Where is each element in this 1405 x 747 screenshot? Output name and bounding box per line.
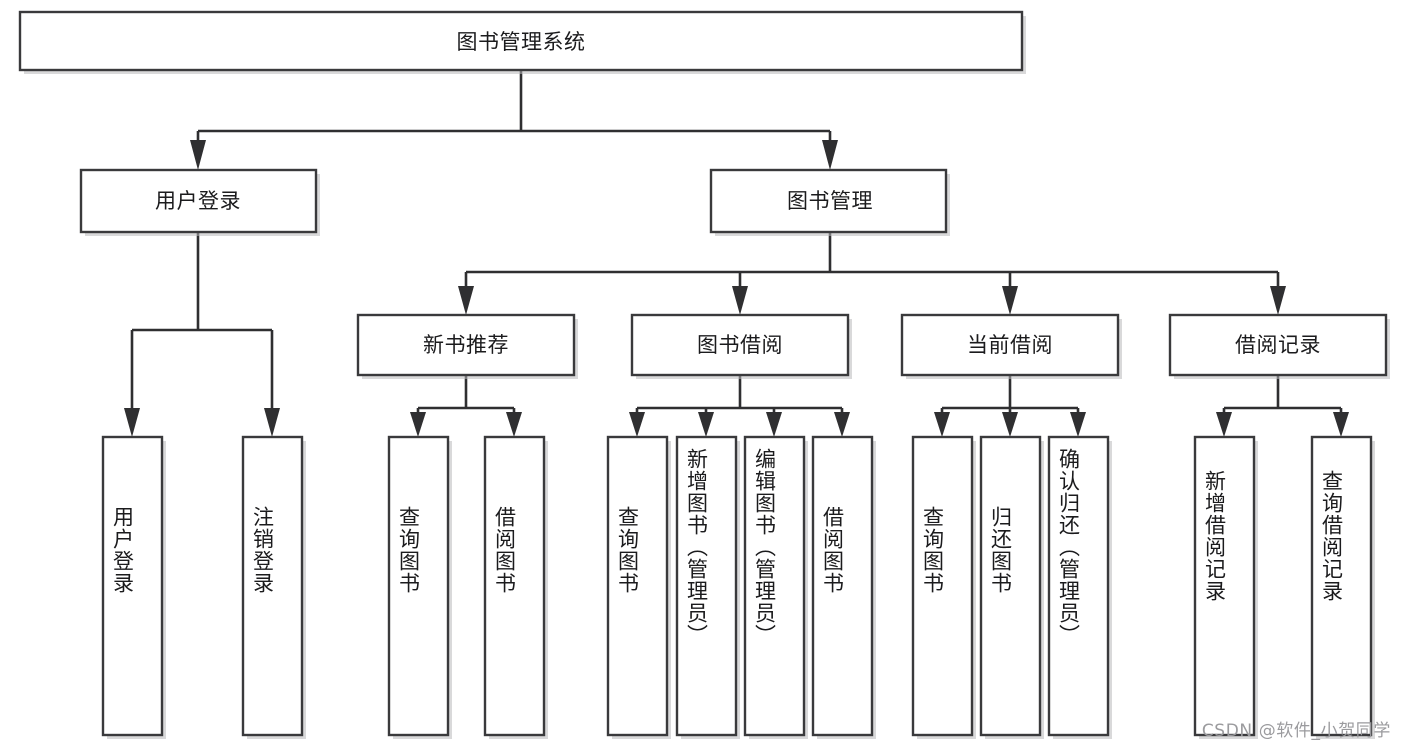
node-book-borrow-label: 图书借阅 bbox=[697, 333, 783, 357]
node-book-manage-box[interactable] bbox=[709, 168, 948, 234]
arrow-head-leaf-query-book-3 bbox=[934, 412, 950, 437]
leaf-return-book-box[interactable] bbox=[979, 435, 1042, 737]
leaf-edit-book-box[interactable] bbox=[743, 435, 806, 737]
root-node-box[interactable] bbox=[18, 10, 1024, 72]
arrow-head-leaf-add-record bbox=[1216, 412, 1232, 437]
arrow-head-current-borrow bbox=[1002, 286, 1018, 315]
node-new-book-recommend-label: 新书推荐 bbox=[423, 333, 509, 357]
leaf-query-record-box[interactable] bbox=[1310, 435, 1373, 737]
leaf-borrow-book-2-box[interactable] bbox=[811, 435, 874, 737]
arrow-head-leaf-user-login bbox=[124, 408, 140, 437]
leaf-user-logout-box[interactable] bbox=[241, 435, 304, 737]
node-user-login-box[interactable] bbox=[79, 168, 318, 234]
arrow-head-leaf-add-book bbox=[698, 412, 714, 437]
arrow-head-user-login bbox=[190, 140, 206, 170]
arrow-head-leaf-query-book-1 bbox=[410, 412, 426, 437]
arrow-head-leaf-edit-book bbox=[766, 412, 782, 437]
leaf-confirm-return-box[interactable] bbox=[1047, 435, 1110, 737]
leaf-add-book-box[interactable] bbox=[675, 435, 738, 737]
watermark-text: CSDN @软件_小贺同学 bbox=[1201, 721, 1391, 741]
arrow-head-book-borrow bbox=[732, 286, 748, 315]
leaf-add-record-box[interactable] bbox=[1193, 435, 1256, 737]
arrow-head-leaf-query-record bbox=[1333, 412, 1349, 437]
node-book-manage-label: 图书管理 bbox=[787, 189, 873, 213]
leaf-borrow-book-1-box[interactable] bbox=[483, 435, 546, 737]
leaf-user-login-box[interactable] bbox=[101, 435, 164, 737]
leaf-query-book-1-box[interactable] bbox=[387, 435, 450, 737]
root-node-label: 图书管理系统 bbox=[457, 30, 586, 54]
leaf-query-book-3-box[interactable] bbox=[911, 435, 974, 737]
node-borrow-record-box[interactable] bbox=[1168, 313, 1388, 377]
arrow-head-leaf-confirm-return bbox=[1070, 412, 1086, 437]
node-book-borrow-box[interactable] bbox=[630, 313, 850, 377]
node-layer: 图书管理系统 用户登录 图书管理 新书推荐 图书借阅 当前借阅 借阅记录 bbox=[18, 10, 1390, 739]
node-user-login-label: 用户登录 bbox=[155, 189, 241, 213]
node-new-book-recommend-box[interactable] bbox=[356, 313, 576, 377]
arrow-head-borrow-record bbox=[1270, 286, 1286, 315]
connector-layer bbox=[124, 70, 1349, 437]
node-borrow-record-label: 借阅记录 bbox=[1235, 333, 1321, 357]
node-current-borrow-box[interactable] bbox=[900, 313, 1120, 377]
arrow-head-leaf-return-book bbox=[1002, 412, 1018, 437]
arrow-head-leaf-query-book-2 bbox=[629, 412, 645, 437]
leaf-query-book-2-box[interactable] bbox=[606, 435, 669, 737]
arrow-head-leaf-borrow-book-1 bbox=[506, 412, 522, 437]
arrow-head-leaf-borrow-book-2 bbox=[834, 412, 850, 437]
arrow-head-leaf-user-logout bbox=[264, 408, 280, 437]
node-current-borrow-label: 当前借阅 bbox=[967, 333, 1053, 357]
arrow-head-book-manage bbox=[822, 140, 838, 170]
arrow-head-new-book-recommend bbox=[458, 286, 474, 315]
